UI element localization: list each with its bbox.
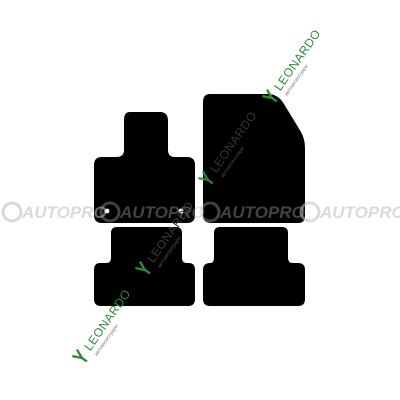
autopro-logo-icon: [99, 201, 121, 223]
eyelet: [178, 208, 184, 214]
front-right-mat: [203, 94, 305, 223]
autopro-text: AUTOPRO: [319, 203, 400, 222]
leaf-icon: [262, 88, 278, 103]
autopro-text: AUTOPRO: [21, 203, 107, 222]
leaf-icon: [135, 260, 151, 275]
autopro-text: AUTOPRO: [119, 203, 205, 222]
eyelet: [104, 208, 110, 214]
autopro-logo-icon: [299, 201, 321, 223]
rear-right-mat: [203, 227, 305, 306]
leaf-icon: [198, 170, 214, 185]
autopro-logo-icon: [1, 201, 23, 223]
autopro-watermark: AUTOPRO: [99, 201, 205, 223]
leaf-icon: [72, 348, 88, 363]
autopro-logo-icon: [199, 201, 221, 223]
autopro-text: AUTOPRO: [219, 203, 305, 222]
autopro-watermark: AUTOPRO: [299, 201, 400, 223]
rear-left-mat: [94, 227, 195, 306]
front-left-mat: [94, 112, 195, 223]
autopro-watermark: AUTOPRO: [1, 201, 107, 223]
autopro-watermark: AUTOPRO: [199, 201, 305, 223]
